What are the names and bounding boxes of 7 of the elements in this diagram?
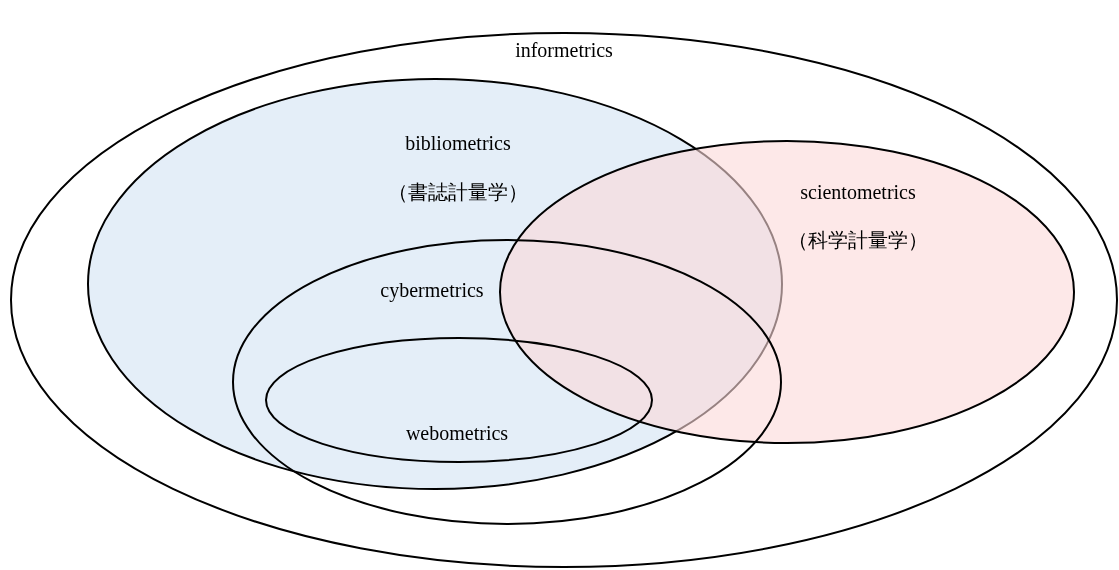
set-label: scientometrics [800,180,916,204]
set-label: bibliometrics [405,131,511,155]
set-label: （科学計量学） [788,228,928,252]
set-label: informetrics [515,38,613,62]
set-label: （書誌計量学） [388,180,528,204]
set-label: webometrics [405,421,509,445]
set-label: cybermetrics [380,278,484,302]
